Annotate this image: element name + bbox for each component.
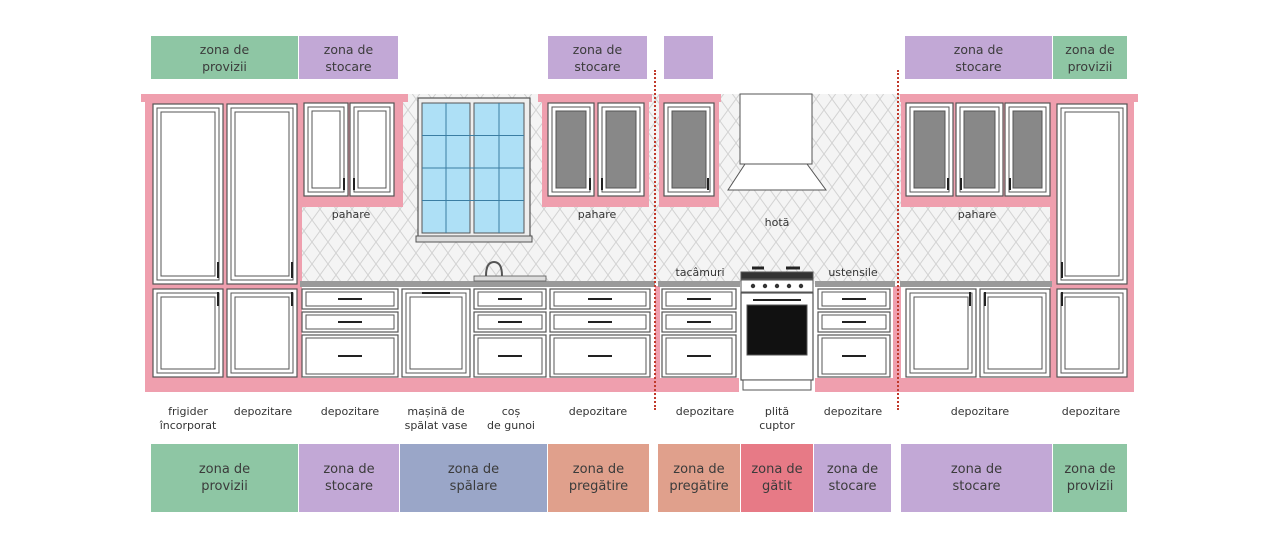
crown-trim (900, 94, 1138, 102)
sink-rim (473, 275, 547, 282)
crown-trim (298, 94, 408, 102)
glass-door-panel (963, 110, 996, 189)
bottom-zone-spalare: zona de spălare (400, 444, 547, 512)
bottom-zone-label: zona de stocare (323, 462, 375, 494)
base-label-depozitare-6: depozitare (950, 405, 1010, 418)
tall-door-upper-panel (234, 111, 290, 277)
base-plinth (815, 378, 897, 392)
bottom-zone-pregatire-2: zona de pregătire (658, 444, 740, 512)
upper-door-panel (357, 110, 387, 189)
top-zone-label: zona de stocare (953, 41, 1004, 74)
glass-door-panel (913, 110, 946, 189)
base-label-depozitare-4: depozitare (675, 405, 735, 418)
stove-knob (774, 283, 780, 289)
stove-knob (750, 283, 756, 289)
oven-window (746, 304, 808, 356)
base-label-depozitare-1: depozitare (233, 405, 293, 418)
base-label-depozitare-7: depozitare (1061, 405, 1121, 418)
tall-door-lower-panel (234, 296, 290, 370)
base-label-masina-vase: mașină de spălat vase (404, 405, 468, 432)
top-zone-label: zona de provizii (1065, 41, 1115, 74)
tall-door-right-upper-panel (1064, 111, 1120, 277)
fridge-door-lower-panel (160, 296, 216, 370)
base-plinth (657, 378, 739, 392)
base-door-panel (913, 296, 969, 370)
glass-door-panel (555, 110, 587, 189)
oven-drawer (742, 379, 812, 391)
top-zone-provizii-left: zona de provizii (151, 36, 298, 79)
upper-door-panel (311, 110, 341, 189)
bottom-zone-gatit: zona de gătit (741, 444, 813, 512)
upper-label-pahare-2: pahare (577, 208, 617, 221)
upper-label-pahare-1: pahare (331, 208, 371, 221)
stove-knob (798, 283, 804, 289)
glass-door-panel (1012, 110, 1043, 189)
base-label-depozitare-5: depozitare (823, 405, 883, 418)
stove-grate (740, 271, 814, 280)
crown-trim (538, 94, 652, 102)
base-label-depozitare-3: depozitare (568, 405, 628, 418)
countertop (300, 281, 655, 287)
base-plinth (145, 378, 655, 392)
dishwasher-door-panel (409, 296, 463, 370)
glass-door-panel (605, 110, 637, 189)
base-label-depozitare-2: depozitare (320, 405, 380, 418)
bottom-zone-label: zona de gătit (751, 462, 803, 494)
top-zone-provizii-right: zona de provizii (1053, 36, 1127, 79)
top-zone-label: zona de stocare (323, 41, 374, 74)
fridge-door-upper-panel (160, 111, 216, 277)
bottom-zone-label: zona de pregătire (568, 462, 629, 494)
countertop (815, 281, 895, 287)
crown-trim (141, 94, 305, 102)
hood-canopy (727, 163, 827, 191)
top-zone-stocare-2: zona de stocare (548, 36, 647, 79)
bottom-zone-provizii-left: zona de provizii (151, 444, 298, 512)
base-plinth (900, 378, 1134, 392)
bottom-zone-label: zona de spălare (447, 462, 500, 494)
base-label-frigider: frigider încorporat (159, 405, 217, 432)
countertop (900, 281, 1052, 287)
countertop (658, 281, 740, 287)
bottom-zone-label: zona de stocare (950, 462, 1003, 494)
base-label-plita-cuptor: plită cuptor (759, 405, 795, 432)
stove-knob (786, 283, 792, 289)
zone-divider-left (654, 70, 656, 410)
stove-knob (762, 283, 768, 289)
base-side (655, 286, 660, 392)
top-zone-label: zona de provizii (199, 41, 250, 74)
bottom-zone-label: zona de provizii (198, 462, 251, 494)
bottom-zone-stocare-1: zona de stocare (299, 444, 399, 512)
top-zone-stocare-3 (664, 36, 713, 79)
counter-label-tacamuri: tacâmuri (675, 266, 725, 279)
top-zone-stocare-1: zona de stocare (299, 36, 398, 79)
bottom-zone-stocare-2: zona de stocare (814, 444, 891, 512)
bottom-zone-pregatire-1: zona de pregătire (548, 444, 649, 512)
base-label-cos-gunoi: coș de gunoi (487, 405, 535, 432)
faucet (485, 260, 503, 277)
crown-trim (659, 94, 721, 102)
base-door-panel (987, 296, 1043, 370)
bottom-zone-label: zona de pregătire (669, 462, 729, 494)
bottom-zone-provizii-right: zona de provizii (1053, 444, 1127, 512)
bottom-zone-stocare-3: zona de stocare (901, 444, 1052, 512)
upper-label-pahare-3: pahare (957, 208, 997, 221)
counter-label-ustensile: ustensile (828, 266, 878, 279)
bottom-zone-label: zona de stocare (826, 462, 879, 494)
glass-door-panel (671, 110, 707, 189)
hood-chimney (739, 93, 813, 165)
top-zone-label: zona de stocare (572, 41, 623, 74)
window-sill (415, 235, 533, 243)
top-zone-stocare-4: zona de stocare (905, 36, 1052, 79)
upper-label-hota: hotă (764, 216, 790, 229)
tall-door-right-lower-panel (1064, 296, 1120, 370)
zone-divider-right (897, 70, 899, 410)
bottom-zone-label: zona de provizii (1064, 462, 1116, 494)
